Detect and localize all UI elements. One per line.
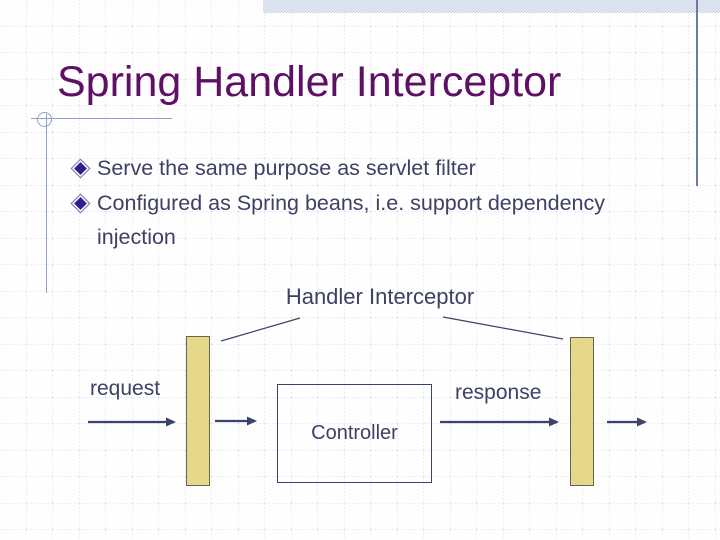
right-accent-line [696, 0, 698, 186]
interceptor-bar-left [186, 336, 210, 486]
request-label: request [90, 377, 161, 400]
controller-box: Controller [277, 384, 432, 483]
title-underline [31, 118, 172, 119]
controller-label: Controller [311, 422, 398, 444]
bullet-list: Serve the same purpose as servlet filter… [70, 151, 685, 255]
interceptor-bar-right [570, 337, 594, 486]
response-label: response [455, 381, 542, 404]
diagram-caption: Handler Interceptor [285, 284, 475, 309]
diamond-bullet-icon [74, 197, 87, 210]
bullet-text: Serve the same purpose as servlet filter [97, 156, 476, 180]
list-item: Serve the same purpose as servlet filter [70, 151, 685, 185]
left-accent-line [46, 114, 47, 293]
leader-line-right [442, 316, 564, 340]
top-accent-bar [263, 0, 720, 13]
diamond-bullet-icon [74, 162, 87, 175]
bullet-text: Configured as Spring beans, i.e. support… [97, 191, 605, 249]
leader-line-left [220, 317, 301, 342]
list-item: Configured as Spring beans, i.e. support… [70, 186, 685, 254]
anchor-circle-icon [37, 112, 52, 127]
slide-title: Spring Handler Interceptor [57, 58, 562, 106]
